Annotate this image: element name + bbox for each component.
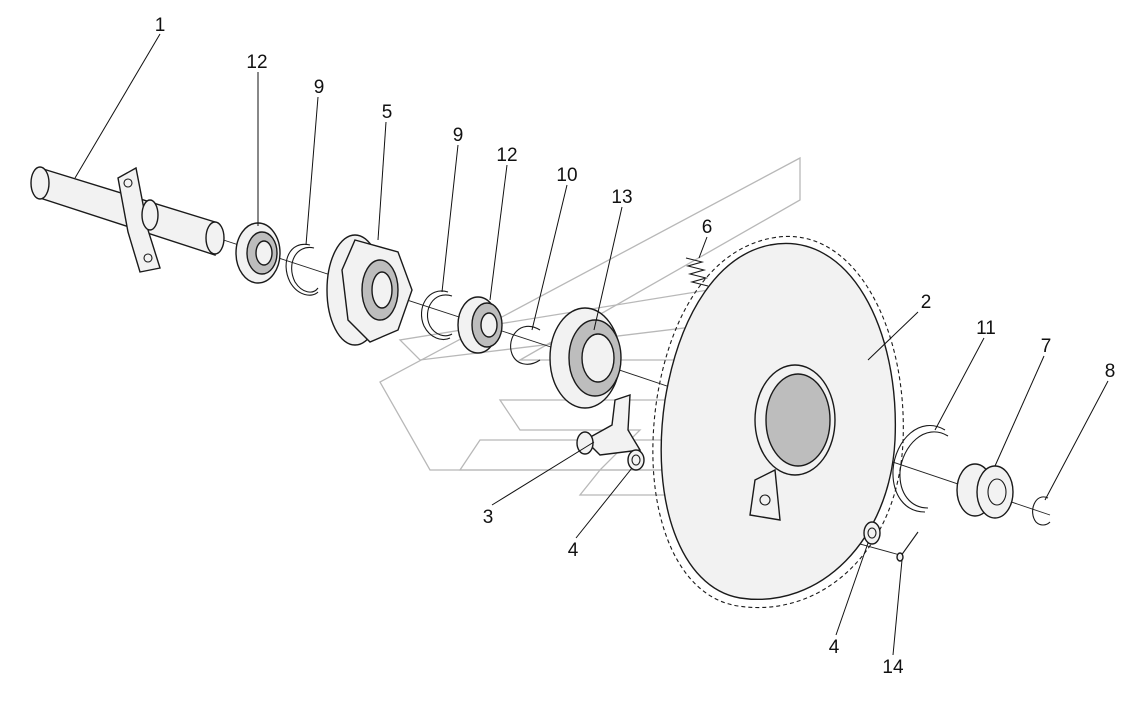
callout-3: 3	[483, 507, 494, 528]
part-5-sprocket-hub	[326, 234, 413, 346]
part-9-ring-b	[420, 290, 453, 341]
callout-12-a: 12	[246, 52, 267, 73]
part-12-bearing-a	[235, 222, 281, 284]
callout-9-b: 9	[453, 125, 464, 146]
part-4-washer-b	[863, 521, 881, 545]
part-14-pin	[896, 531, 919, 562]
part-12-bearing-b	[457, 296, 503, 354]
callout-7: 7	[1041, 336, 1052, 357]
callout-1: 1	[155, 15, 166, 36]
callout-12-b: 12	[496, 145, 517, 166]
part-10-circlip	[510, 325, 541, 365]
callout-5: 5	[382, 102, 393, 123]
callout-2: 2	[921, 292, 932, 313]
part-9-ring-a	[285, 243, 319, 296]
callout-9-a: 9	[314, 77, 325, 98]
leader-lines	[74, 33, 1109, 656]
part-1-shaft	[30, 166, 225, 273]
part-2-large-sprocket	[652, 235, 904, 608]
callout-labels: 1 12 9 5 9 12 10 13 6 2 11 7 8 3 4 4 14	[155, 15, 1116, 678]
part-11-large-ring	[892, 424, 949, 513]
part-8-circlip	[1032, 496, 1051, 526]
part-4-washer-a	[627, 449, 645, 471]
callout-13: 13	[611, 187, 632, 208]
callout-4-b: 4	[829, 637, 840, 658]
part-6-spring	[685, 257, 709, 287]
callout-11: 11	[976, 318, 996, 339]
part-13-large-bearing	[549, 307, 622, 409]
callout-6: 6	[702, 217, 713, 238]
callout-4-a: 4	[568, 540, 579, 561]
callout-8: 8	[1105, 361, 1116, 382]
callout-10: 10	[556, 165, 577, 186]
callout-14: 14	[882, 657, 904, 678]
part-7-bushing	[956, 463, 1014, 519]
